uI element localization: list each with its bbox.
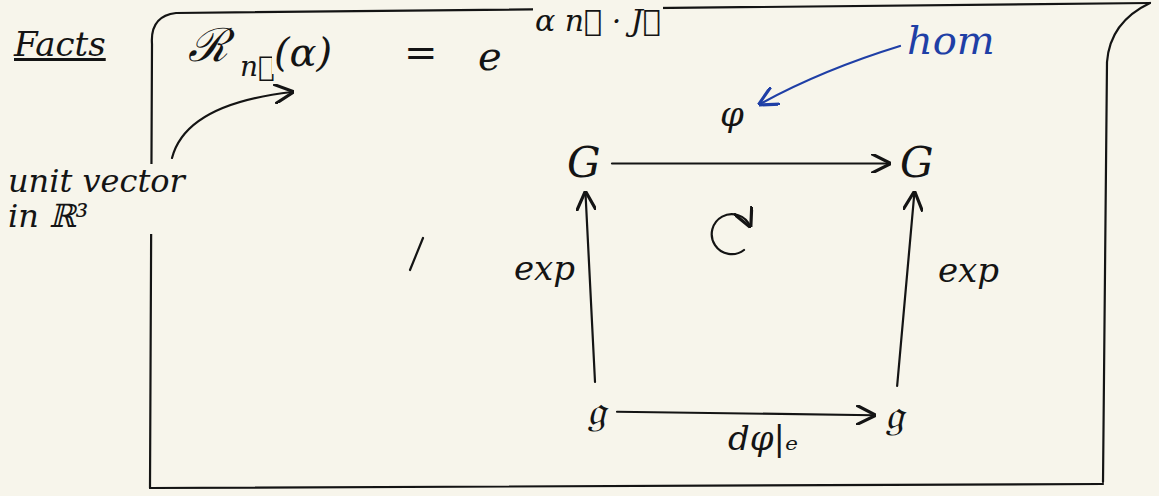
morphism-arrow	[617, 412, 874, 415]
morphism-label: exp	[936, 252, 1001, 289]
morphism-arrow	[612, 162, 889, 164]
diagram-object: G	[893, 138, 941, 189]
commute-symbol	[712, 214, 750, 254]
leader-arrow	[172, 92, 292, 158]
frame-border	[150, 484, 1103, 488]
object-label: 𝔤	[585, 388, 608, 434]
morphism-label: dφ|ₑ	[726, 420, 800, 457]
slash-mark	[410, 238, 423, 270]
equals-sign: =	[402, 30, 440, 74]
frame-border	[150, 44, 152, 488]
diagram-object: G	[560, 138, 608, 189]
morphism-arrow	[897, 193, 914, 386]
object-label: G	[565, 140, 603, 186]
rotation-symbol: ℛ	[186, 20, 230, 71]
diagram-object: 𝔤	[580, 386, 613, 437]
morphism-arrow	[585, 193, 595, 382]
exponent: α n⃗ · J⃗	[533, 4, 663, 37]
object-label: G	[898, 140, 936, 186]
heading: Facts	[12, 26, 108, 63]
morphism-label: exp	[512, 250, 577, 287]
hom-arrow	[760, 46, 900, 104]
annotation: unit vector in ℝ³	[6, 164, 190, 234]
frame-border	[1103, 3, 1150, 482]
diagram-object: 𝔤	[878, 390, 911, 441]
annotation: hom	[905, 18, 997, 62]
angle-argument: (α)	[272, 30, 334, 74]
object-label: 𝔤	[883, 392, 906, 438]
exponential-base: e	[476, 34, 504, 78]
morphism-label: φ	[718, 96, 746, 133]
